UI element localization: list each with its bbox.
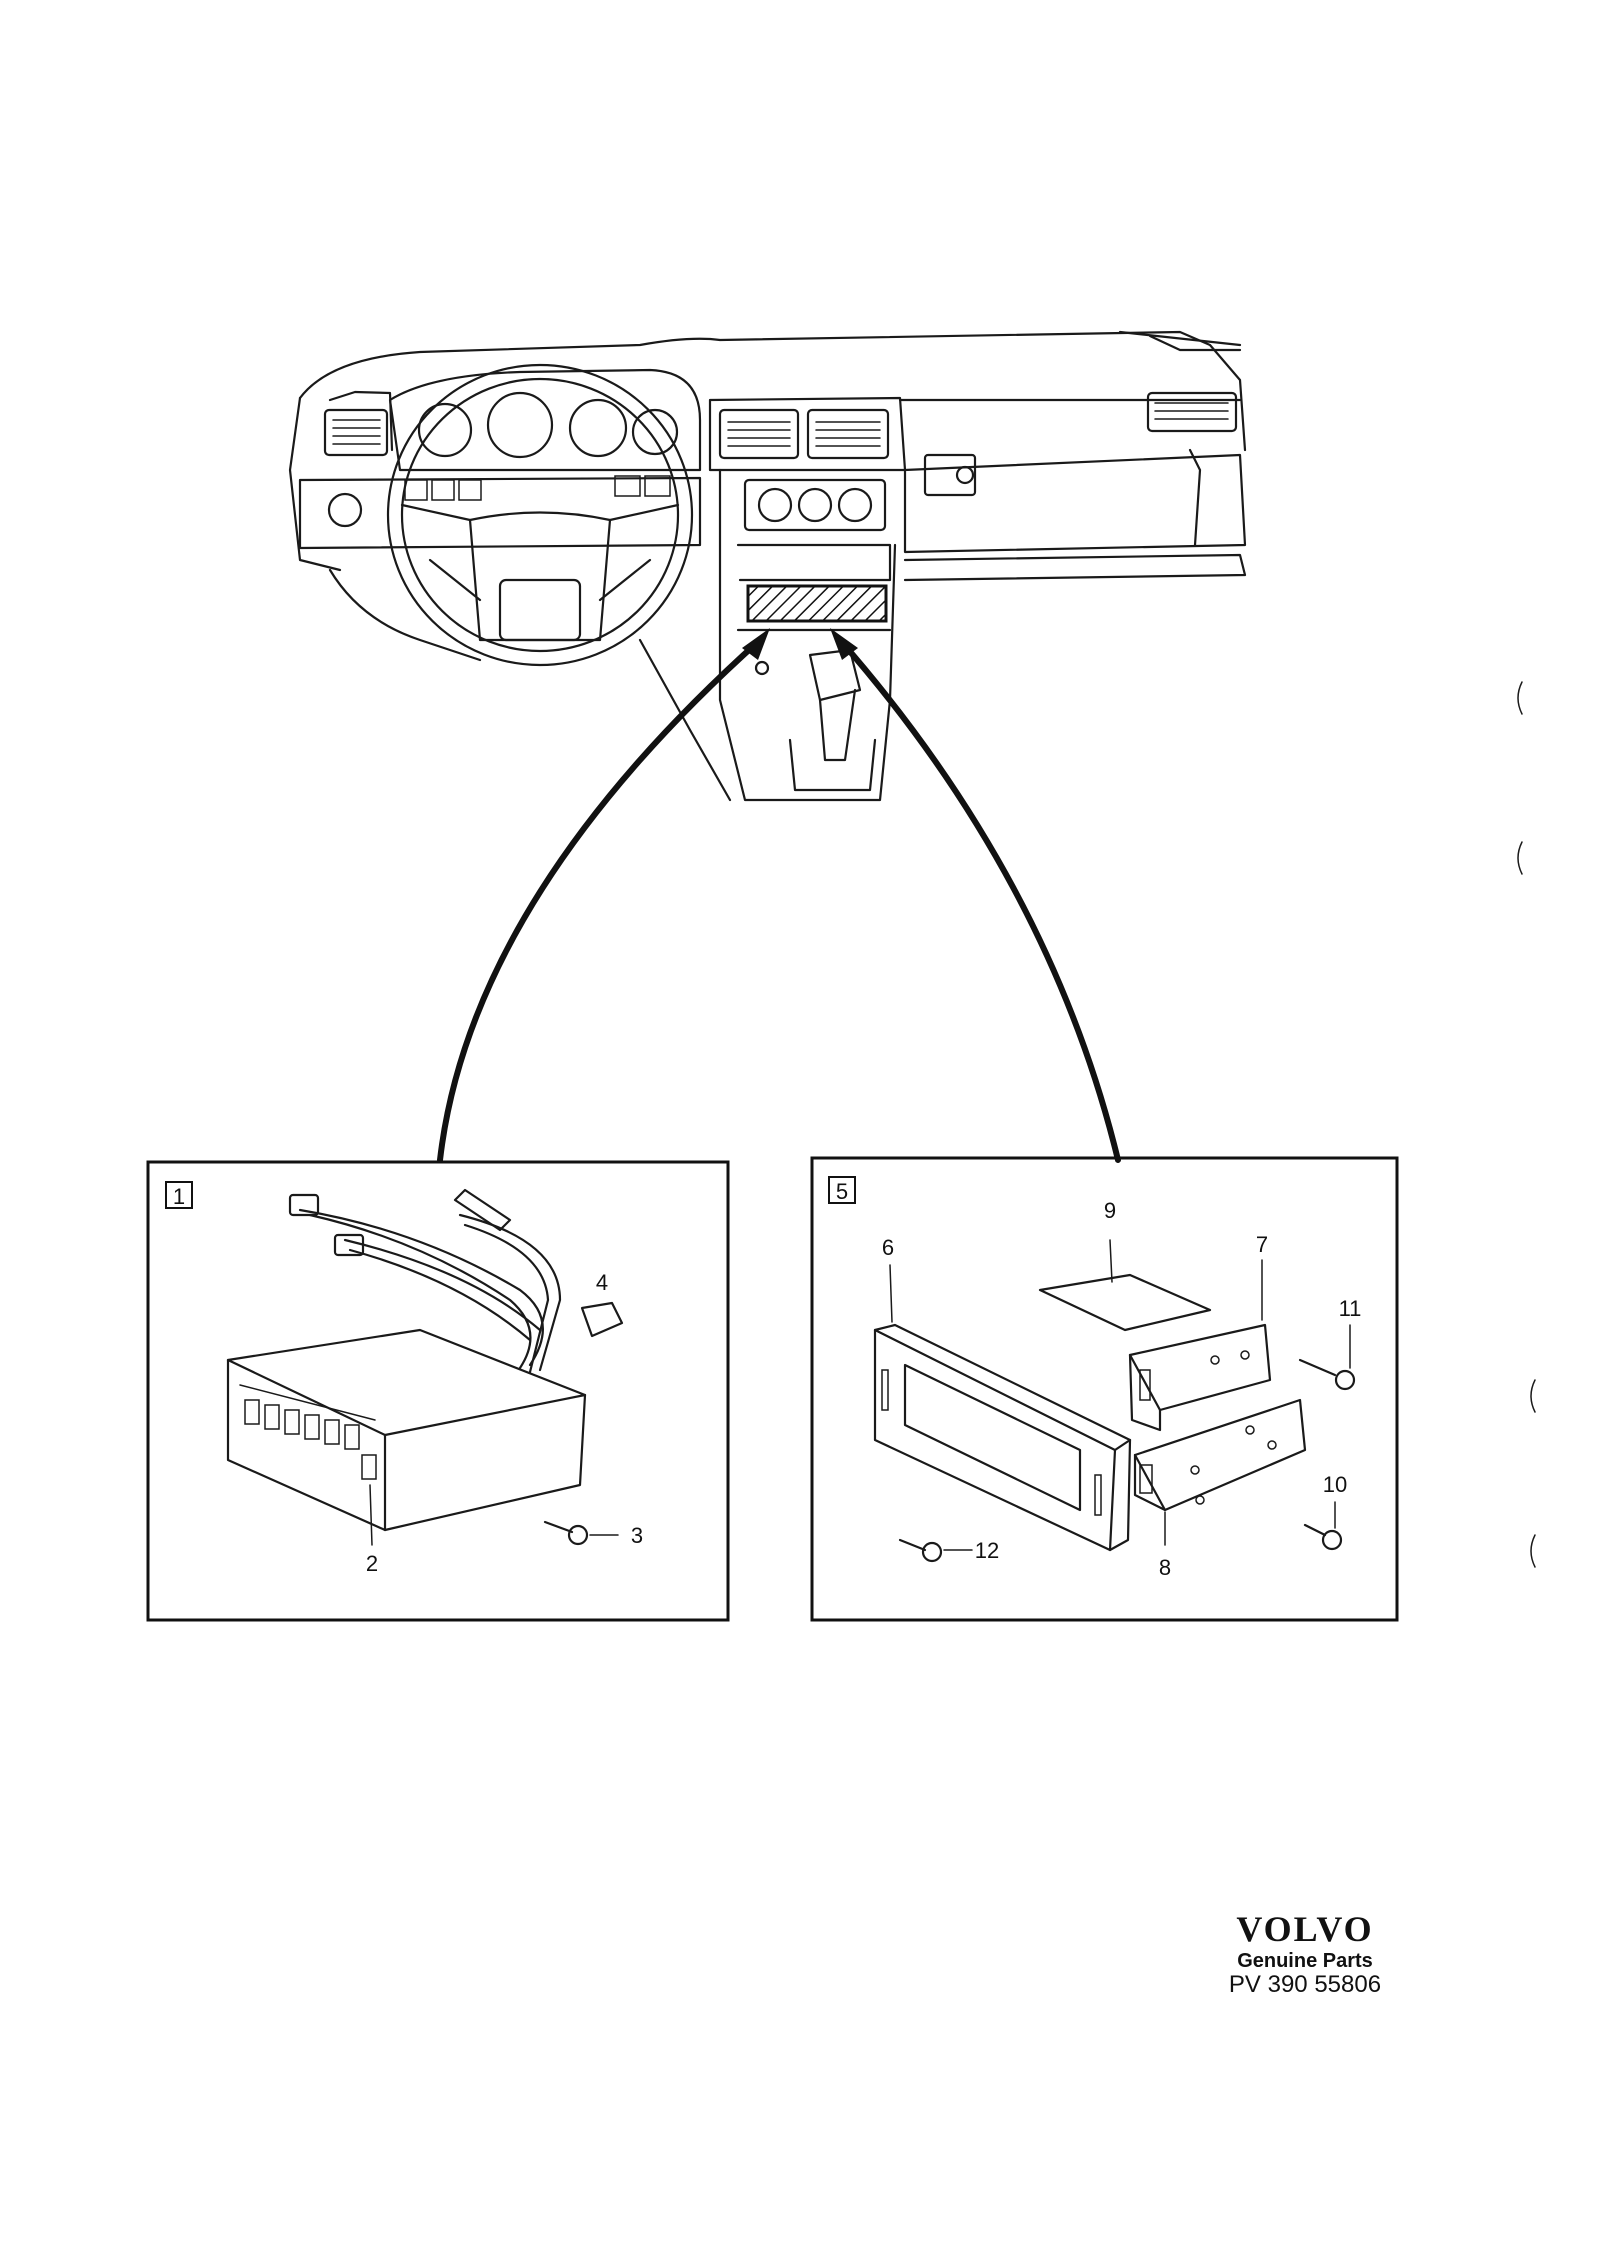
diagram-reference-number: PV 390 55806	[1228, 1971, 1382, 1998]
part-12-screw	[898, 1538, 943, 1563]
callout-6: 6	[882, 1235, 894, 1260]
callout-7: 7	[1256, 1232, 1268, 1257]
callout-2: 2	[366, 1551, 378, 1576]
callout-4: 4	[596, 1270, 608, 1295]
part-6-frame	[873, 1323, 1132, 1552]
left-air-vent	[323, 408, 389, 457]
radio-slot-hatched	[746, 584, 888, 623]
callout-3: 3	[631, 1523, 643, 1548]
steering-wheel	[386, 363, 694, 667]
radio-unit	[226, 1328, 587, 1532]
part-3-screw	[543, 1520, 589, 1546]
part-7-bracket	[1128, 1323, 1272, 1432]
callout-12: 12	[975, 1538, 999, 1563]
volvo-brand-block: VOLVO Genuine Parts PV 390 55806	[1200, 1908, 1410, 1999]
callout-11: 11	[1339, 1296, 1362, 1321]
part-11-screw	[1298, 1358, 1356, 1391]
gear-lever	[754, 648, 877, 792]
callout-9: 9	[1104, 1198, 1116, 1223]
part-9-plate	[1038, 1273, 1212, 1332]
genuine-parts-text: Genuine Parts	[1237, 1950, 1373, 1972]
callout-8: 8	[1159, 1555, 1171, 1580]
antenna-connector	[453, 1188, 512, 1232]
part-10-screw	[1303, 1523, 1343, 1551]
box-number-1: 1	[173, 1184, 185, 1209]
scan-margin-marks	[1517, 681, 1536, 1568]
callout-10: 10	[1323, 1472, 1347, 1497]
part-4-clip	[580, 1301, 624, 1338]
cable-plug-upper	[288, 1193, 320, 1217]
detail-box-5: 5 9 6 7	[810, 1156, 1399, 1622]
pointer-arrows	[437, 628, 1121, 1163]
dashboard-illustration	[288, 330, 1247, 802]
cable-plug-lower	[333, 1233, 365, 1257]
volvo-logo: VOLVO	[1236, 1909, 1374, 1949]
detail-box-1: 1 4	[146, 1160, 730, 1622]
climate-panel	[743, 478, 887, 532]
part-8-bracket	[1133, 1398, 1307, 1512]
box-number-5: 5	[836, 1179, 848, 1204]
center-air-vents	[708, 396, 907, 472]
right-air-vent	[1146, 391, 1238, 433]
